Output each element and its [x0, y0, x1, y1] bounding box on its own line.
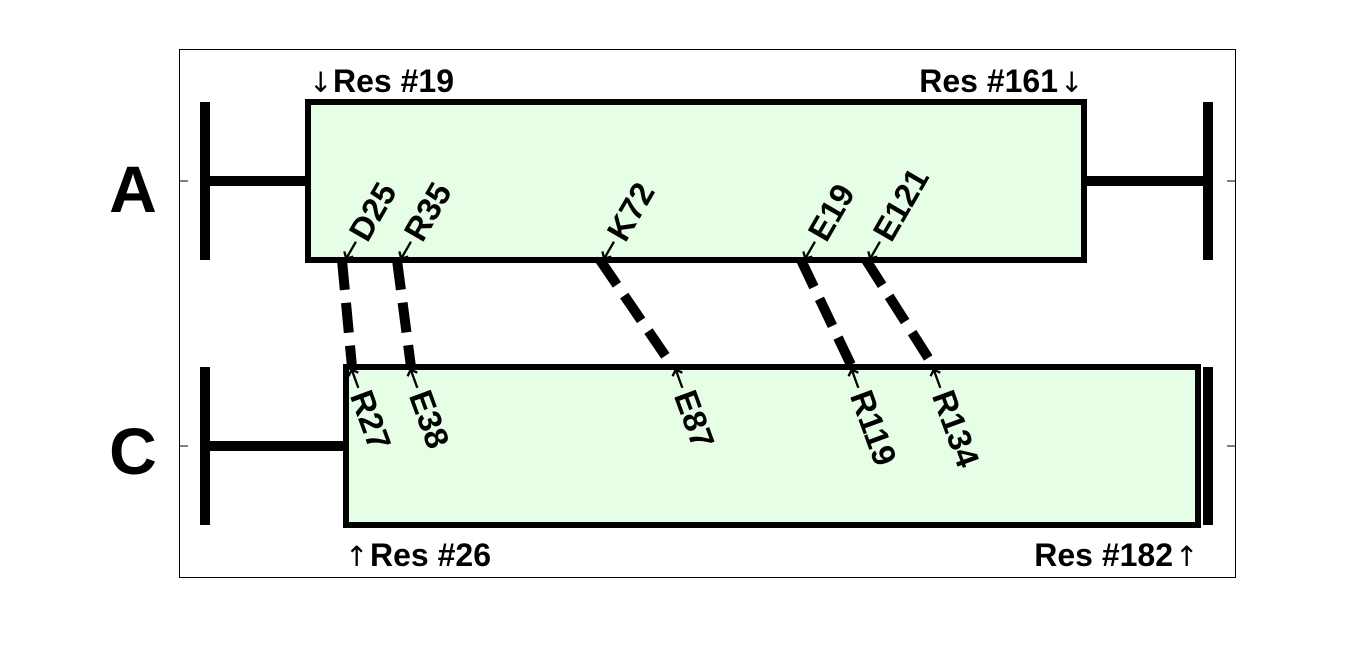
chain-c-start-label: Res #26 [370, 537, 491, 573]
chain-c-interface-box [343, 364, 1201, 528]
contact-link-r35-e38 [392, 259, 416, 368]
chain-a-extent [200, 102, 1213, 260]
chain-c-label: C [109, 414, 157, 488]
chain-a-interface-box [305, 99, 1087, 263]
down-arrow-icon: ↓ [1060, 66, 1083, 99]
up-arrow-icon: ↑ [345, 540, 368, 573]
contact-link-d25-r27 [337, 259, 357, 368]
chain-c-extent [200, 367, 1213, 525]
chain-a-label: A [109, 152, 157, 226]
contact-link-e121-r134 [861, 257, 939, 370]
contact-link-k72-e87 [595, 257, 678, 370]
contact-links [337, 257, 939, 370]
down-arrow-icon: ↓ [309, 66, 332, 99]
chain-a-start-label: Res #19 [333, 63, 454, 99]
up-arrow-icon: ↑ [1175, 540, 1198, 573]
chain-a-end-label: Res #161 [919, 63, 1058, 99]
chain-c-end-label: Res #182 [1034, 537, 1173, 573]
contact-link-e19-r119 [796, 257, 857, 370]
